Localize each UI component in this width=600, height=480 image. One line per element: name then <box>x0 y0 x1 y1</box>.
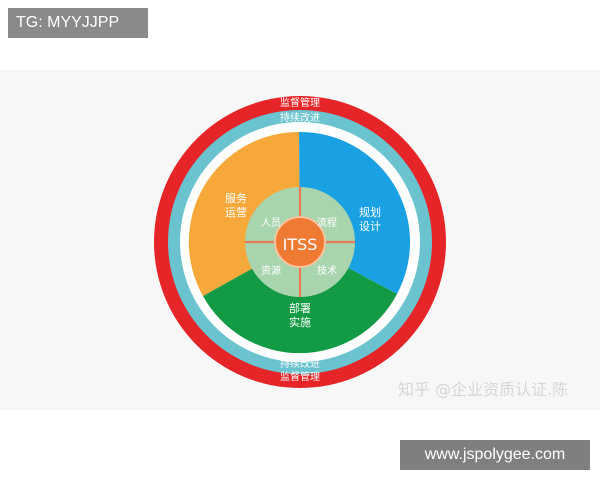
sector-plan-line2: 设计 <box>359 220 381 233</box>
telegram-tag: TG: MYYJJPP <box>8 8 148 38</box>
outer-ring-bottom-label: 监督管理 <box>280 370 320 383</box>
website-label: www.jspolygee.com <box>400 440 590 470</box>
inner-ring-top-label: 持续改进 <box>280 111 320 124</box>
quadrant-technology-label: 技术 <box>317 264 337 277</box>
center-disc <box>274 216 326 268</box>
inner-ring-bottom-label: 持续改进 <box>280 357 320 370</box>
sector-deployment <box>203 242 397 354</box>
itss-diagram: 监督管理 监督管理 持续改进 持续改进 ITSS 人员 流程 资源 技术 服务 … <box>154 96 446 388</box>
watermark-label: 知乎 @企业资质认证.陈 <box>398 380 569 399</box>
quadrant-process-label: 流程 <box>317 216 337 229</box>
quadrant-people-label: 人员 <box>261 217 281 229</box>
sector-ops-line2: 运营 <box>225 205 247 219</box>
sector-deploy-line1: 部署 <box>289 301 311 315</box>
sector-deploy-line2: 实施 <box>289 315 311 329</box>
sector-ops-line1: 服务 <box>225 192 247 205</box>
sector-plan-line1: 规划 <box>359 205 381 219</box>
outer-ring-top-label: 监督管理 <box>280 96 320 109</box>
center-label: ITSS <box>283 235 318 254</box>
quadrant-resources-label: 资源 <box>261 264 281 277</box>
